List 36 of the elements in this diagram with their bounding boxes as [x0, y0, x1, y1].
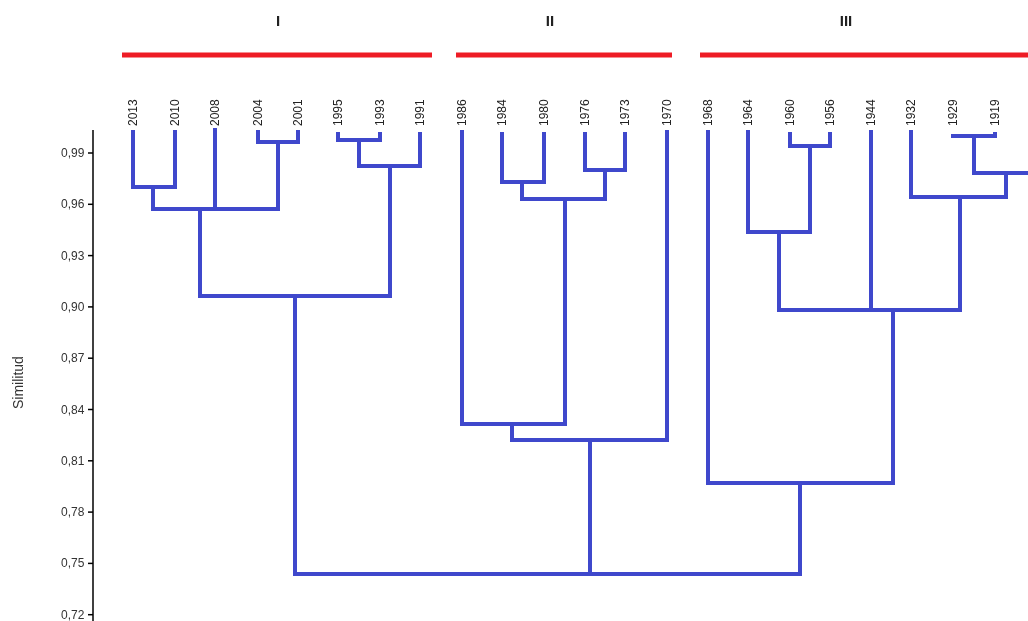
leaf-label: 1993 [373, 99, 387, 126]
tick-label: 0,87 [61, 351, 85, 366]
cluster-numeral: I [275, 12, 281, 29]
leaf-label: 2008 [208, 99, 222, 126]
leaf-label: 1929 [946, 99, 960, 126]
leaf-label: 1964 [741, 99, 755, 126]
tick-label: 0,99 [61, 146, 85, 160]
cluster-numeral: III [839, 12, 853, 29]
leaf-label: 2004 [251, 99, 265, 126]
leaf-label: 1995 [331, 99, 345, 126]
leaf-label: 2001 [291, 99, 305, 126]
leaf-label: 2010 [168, 99, 182, 126]
leaf-label: 1944 [864, 99, 878, 126]
axis-title: Similitud [10, 355, 26, 409]
tick-label: 0,81 [61, 453, 85, 468]
leaf-label: 1960 [783, 99, 797, 126]
tick-label: 0,90 [61, 299, 85, 314]
leaf-label: 1991 [413, 99, 427, 126]
leaf-label: 1980 [537, 99, 551, 126]
leaf-label: 2013 [126, 99, 140, 126]
tick-label: 0,96 [61, 197, 85, 212]
leaf-label: 1986 [455, 99, 469, 126]
leaf-label: 1932 [904, 99, 918, 126]
leaf-label: 1973 [618, 99, 632, 126]
leaf-label: 1984 [495, 99, 509, 126]
cluster-numeral: II [545, 12, 555, 29]
tick-label: 0,75 [61, 556, 85, 571]
tick-label: 0,72 [61, 607, 85, 621]
leaf-label: 1968 [701, 99, 715, 126]
tick-label: 0,93 [61, 248, 85, 263]
leaf-label: 1956 [823, 99, 837, 126]
leaf-label: 1919 [988, 99, 1002, 126]
leaf-label: 1970 [660, 99, 674, 126]
leaf-label: 1976 [578, 99, 592, 126]
tick-label: 0,78 [61, 505, 85, 520]
tick-label: 0,84 [61, 402, 85, 417]
